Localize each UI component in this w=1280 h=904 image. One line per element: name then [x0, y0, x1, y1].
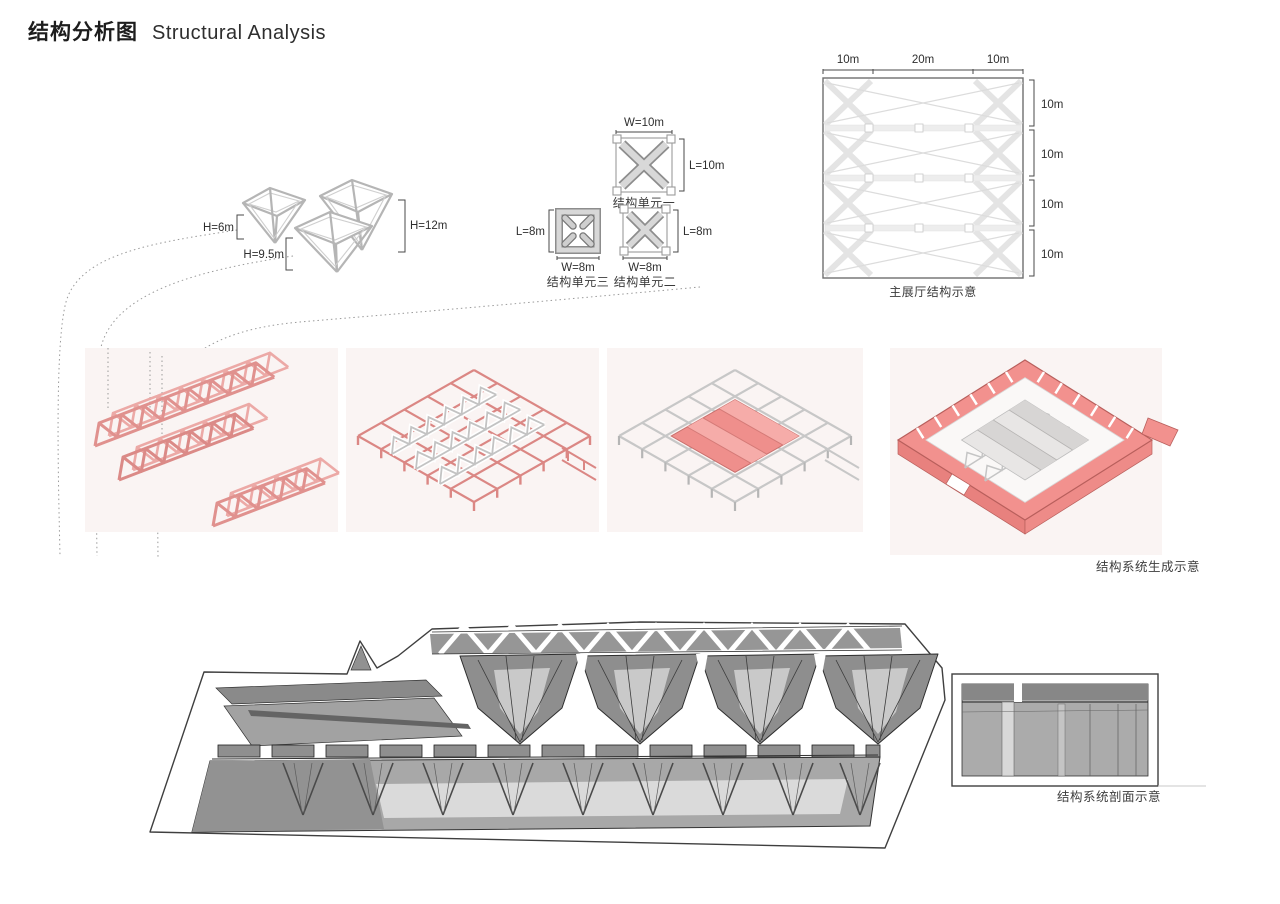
generation-step-3-membrane	[607, 348, 863, 532]
generation-step-2-frame	[346, 348, 599, 532]
generation-step-1-units	[85, 348, 340, 532]
section-left-wing	[215, 679, 471, 747]
dim-bracket-h6	[236, 214, 244, 240]
unit2-caption: 结构单元二	[614, 274, 677, 289]
plan-right-dim-2: 10m	[1041, 149, 1063, 161]
structural-units: W=10m L=10m 结构单元一	[516, 117, 725, 289]
plan-top-dim-1: 10m	[837, 54, 859, 66]
section-roof-truss	[350, 622, 903, 671]
center-membrane	[960, 399, 1090, 481]
generation-caption: 结构系统生成示意	[1095, 560, 1200, 574]
page-title: 结构分析图 Structural Analysis	[28, 16, 326, 46]
plan-right-dim-1: 10m	[1041, 99, 1063, 111]
pyramid-sketch-mid	[293, 210, 374, 273]
plan-top-dimension-line	[822, 69, 1024, 74]
page-title-en: Structural Analysis	[152, 22, 327, 44]
section-drawing	[149, 621, 1206, 849]
red-truss-row3-front	[211, 467, 326, 528]
unit1-length-label: L=10m	[689, 160, 724, 172]
section-funnels	[459, 653, 939, 745]
red-truss-row2-front	[117, 412, 255, 482]
h12-label: H=12m	[410, 220, 447, 232]
section-beam-strip	[211, 744, 881, 760]
structural-unit-2: L=8m W=8m 结构单元二	[614, 204, 712, 289]
red-truss-row2-back	[131, 402, 269, 472]
structural-unit-3: L=8m W=8m 结构单元三	[516, 208, 610, 289]
dim-bracket-h12	[398, 199, 406, 253]
unit2-length-label: L=8m	[683, 226, 712, 238]
red-truss-row-front	[93, 361, 276, 448]
unit2-width-label: W=8m	[628, 262, 662, 274]
dim-bracket-h95	[285, 237, 293, 271]
pyramid-sketch-small	[241, 186, 307, 244]
unit-sketches: H=6m H=9.5m H=12m	[203, 178, 447, 273]
section-right-wing	[951, 673, 1206, 787]
plan-right-dim-3: 10m	[1041, 199, 1063, 211]
generation-step-4-mass	[890, 348, 1179, 555]
white-truss-inserts	[389, 383, 546, 487]
plan-right-dim-4: 10m	[1041, 249, 1063, 261]
page-title-zh: 结构分析图	[28, 21, 138, 44]
h95-label: H=9.5m	[243, 249, 284, 261]
main-hall-plan: 10m 20m 10m 10m 10m 10m 10m 主展厅结构示意	[815, 54, 1063, 299]
unit3-width-label: W=8m	[561, 262, 595, 274]
unit1-width-label: W=10m	[624, 117, 664, 129]
structural-unit-1: W=10m L=10m 结构单元一	[612, 117, 724, 210]
unit3-length-label: L=8m	[516, 226, 545, 238]
red-membrane-roof	[670, 399, 800, 473]
h6-label: H=6m	[203, 222, 234, 234]
unit3-caption: 结构单元三	[547, 274, 610, 289]
red-truss-row-back	[107, 351, 290, 438]
section-caption: 结构系统剖面示意	[1056, 790, 1161, 804]
plan-top-dim-2: 20m	[912, 54, 934, 66]
plan-right-dimensions: 10m 10m 10m 10m	[1029, 79, 1063, 277]
plan-top-dim-3: 10m	[987, 54, 1009, 66]
plan-caption: 主展厅结构示意	[889, 284, 977, 299]
section-lower-level	[191, 756, 881, 833]
